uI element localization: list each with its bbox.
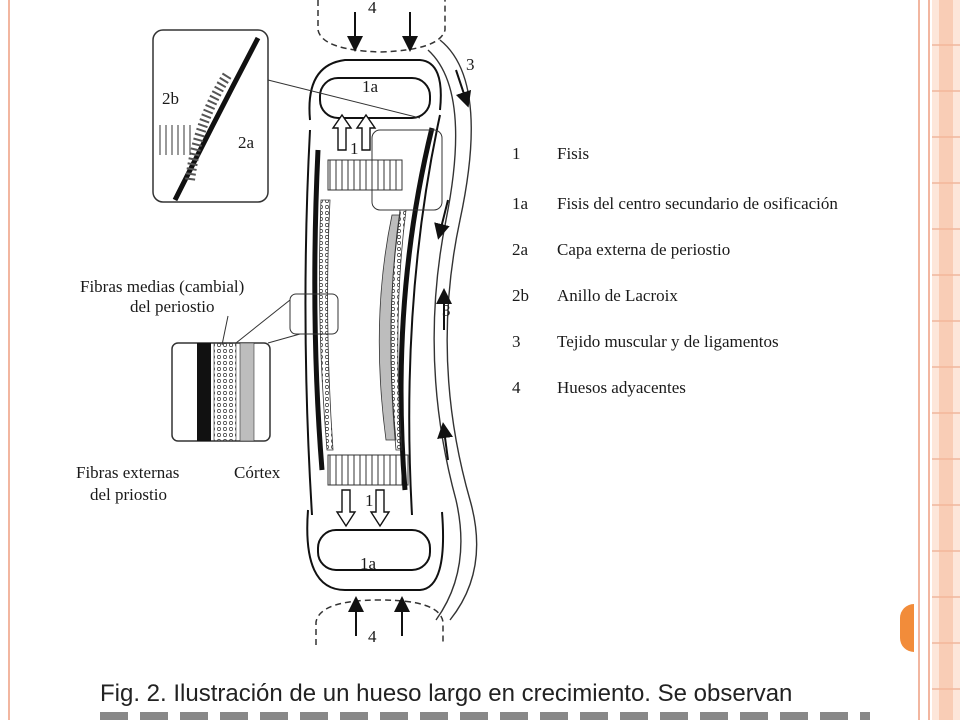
caption-cutoff-line	[100, 712, 870, 720]
legend-key: 2a	[512, 240, 529, 259]
legend-key: 4	[512, 378, 521, 397]
label-fibras-medias-2: del periostio	[130, 297, 215, 316]
legend-text: Fisis del centro secundario de osificaci…	[557, 194, 838, 213]
label-muscle-top: 3	[466, 55, 475, 74]
figure-caption: Fig. 2. Ilustración de un hueso largo en…	[100, 680, 793, 707]
secondary-ossification-top	[319, 77, 431, 119]
muscle-arrow-mid	[434, 199, 450, 240]
layer-external-fibers	[197, 343, 211, 441]
inset-connector-target	[371, 129, 443, 211]
label-cortex: Córtex	[234, 463, 281, 482]
detail-connector-1	[235, 299, 291, 344]
legend-text: Tejido muscular y de ligamentos	[557, 332, 779, 351]
adjacent-bone-top	[317, 0, 446, 53]
label-physis-bottom: 1	[365, 491, 374, 510]
legend-text: Fisis	[557, 144, 590, 163]
detail-connector-2	[267, 333, 301, 344]
physis-arrows-bottom	[335, 489, 391, 528]
muscle-sheath-outer	[439, 39, 478, 621]
periosteum-left	[304, 129, 313, 516]
inset-periosteum-line	[172, 36, 261, 202]
legend-text: Capa externa de periostio	[557, 240, 731, 259]
muscle-arrow-bottom	[437, 422, 453, 461]
label-physis-top: 1	[350, 139, 359, 158]
epiphysis-bottom	[306, 509, 445, 591]
label-secondary-bottom: 1a	[360, 554, 377, 573]
layer-cortex	[239, 342, 255, 442]
slide-frame	[8, 0, 920, 720]
inset-ring-region	[185, 71, 233, 181]
right-decorative-strip	[939, 0, 953, 720]
label-inset-2b: 2b	[162, 89, 179, 108]
cambial-layer-left	[319, 199, 334, 451]
label-adjacent-top: 4	[368, 0, 377, 17]
layer-cambial	[213, 342, 237, 442]
inset-connector-line	[267, 79, 421, 119]
legend-text: Huesos adyacentes	[557, 378, 686, 397]
physis-arrows-top	[331, 113, 377, 151]
legend-key: 2b	[512, 286, 529, 305]
bone-diagram	[152, 0, 478, 645]
legend-key: 3	[512, 332, 521, 351]
label-muscle-mid: 3	[442, 301, 451, 320]
label-fibras-externas-2: del priostio	[90, 485, 167, 504]
label-fibras-medias: Fibras medias (cambial)	[80, 277, 245, 296]
slide-tab-marker	[900, 604, 914, 652]
right-band-border	[928, 0, 930, 720]
label-inset-2a: 2a	[238, 133, 255, 152]
periosteum-right	[408, 114, 441, 516]
adjacent-bone-bottom	[315, 599, 444, 645]
legend-key: 1a	[512, 194, 529, 213]
physis-band-bottom	[327, 454, 409, 486]
legend-text: Anillo de Lacroix	[557, 286, 678, 305]
muscle-arrow-top	[455, 69, 472, 108]
legend-key: 1	[512, 144, 521, 163]
label-fibras-externas: Fibras externas	[76, 463, 180, 482]
diaphysis-right-cortex	[398, 127, 435, 491]
secondary-ossification-bottom	[317, 529, 431, 571]
detail-target-box	[289, 293, 339, 335]
label-adjacent-bottom: 4	[368, 627, 377, 646]
muscle-sheath-inner	[427, 49, 462, 621]
pointer-cambial	[221, 315, 229, 346]
inset-physis-columns	[159, 125, 191, 155]
diaphysis-left-cortex	[312, 149, 325, 471]
label-secondary-top: 1a	[362, 77, 379, 96]
epiphysis-top	[308, 59, 442, 121]
cambial-layer-right	[390, 209, 407, 451]
physis-band-top	[327, 159, 403, 191]
